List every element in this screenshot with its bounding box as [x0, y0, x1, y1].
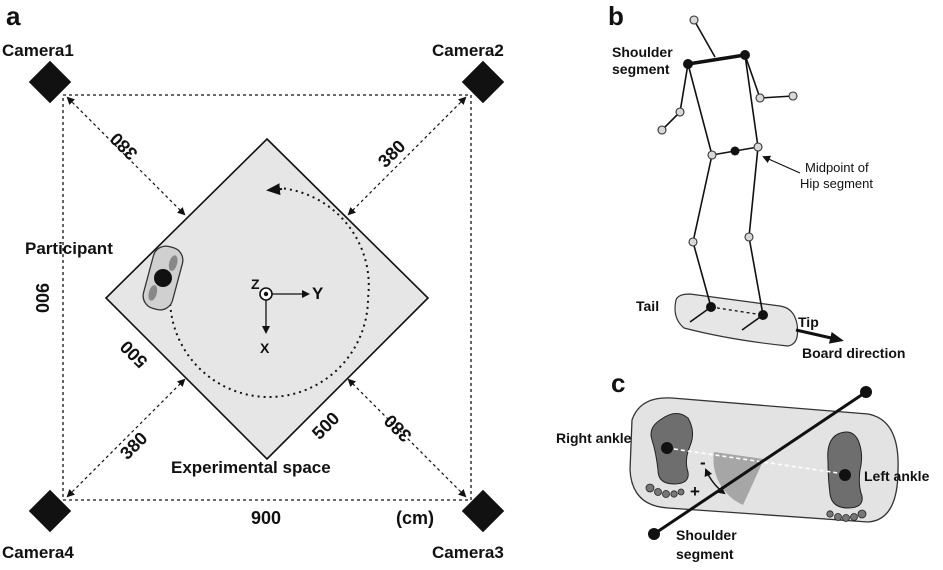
dim-380-tr: 380	[374, 136, 409, 171]
angle-direction-arrow	[704, 468, 726, 495]
camera2-label: Camera2	[432, 41, 504, 60]
shoulder-endpoint-bottom	[648, 528, 660, 540]
angle-minus-sign: -	[700, 453, 706, 472]
camera4-icon	[28, 489, 72, 533]
camera3-label: Camera3	[432, 543, 504, 562]
tip-ankle	[758, 310, 768, 320]
camera3-icon	[461, 489, 505, 533]
board-outline	[674, 293, 799, 347]
panel-b: b	[608, 1, 905, 361]
joint-markers	[657, 15, 798, 247]
midpoint-label-line2: Hip segment	[800, 176, 873, 191]
hip-midpoint	[730, 146, 740, 156]
axis-x-label: X	[260, 340, 270, 356]
distance-arrow-camera2	[347, 96, 467, 216]
board-direction-arrow	[795, 328, 844, 344]
right-ankle-point	[661, 442, 673, 454]
right-ankle-label: Right ankle	[556, 430, 632, 446]
ankle-line	[666, 447, 846, 475]
panel-a: a Camera1 Camera2 Camera3 Camera4 380 38…	[2, 1, 505, 562]
camera1-icon	[28, 60, 72, 104]
panel-label-b: b	[608, 1, 624, 31]
midpoint-pointer	[762, 155, 801, 174]
board-direction-label: Board direction	[802, 345, 905, 361]
skeleton	[661, 19, 794, 331]
shoulder-joint-right	[740, 50, 750, 60]
shoulder-label-line1: Shoulder	[612, 44, 673, 60]
dim-900-left: 900	[32, 283, 52, 313]
left-ankle-label: Left ankle	[864, 468, 930, 484]
panel-c: c -	[556, 368, 930, 562]
midpoint-label-line1: Midpoint of	[805, 160, 869, 175]
panel-label-a: a	[6, 1, 21, 31]
movement-path-arrow	[266, 183, 283, 196]
tail-ankle	[706, 302, 716, 312]
shoulder-endpoint-top	[860, 386, 872, 398]
shoulder-joint-left	[683, 59, 693, 69]
shoulder-segment-line	[653, 390, 867, 536]
dim-380-tl: 380	[106, 129, 141, 164]
dim-380-bl: 380	[116, 428, 151, 463]
camera1-label: Camera1	[2, 41, 74, 60]
left-ankle-point	[839, 469, 851, 481]
tip-label: Tip	[798, 314, 819, 330]
panel-label-c: c	[611, 368, 625, 398]
shoulder-label-c-line1: Shoulder	[676, 527, 737, 543]
axis-y-label: Y	[312, 284, 324, 303]
camera-boundary	[62, 94, 472, 501]
tail-label: Tail	[636, 298, 659, 314]
participant-head	[154, 269, 172, 287]
dim-380-br: 380	[380, 411, 415, 446]
axis-z-label: Z	[251, 276, 260, 292]
participant-label: Participant	[25, 239, 113, 258]
dim-500-left: 500	[116, 337, 151, 372]
camera2-icon	[461, 60, 505, 104]
experimental-space-label: Experimental space	[171, 458, 331, 477]
board-axis-line	[710, 306, 764, 316]
dim-900-bottom: 900	[251, 508, 281, 528]
unit-label: (cm)	[396, 508, 434, 528]
shoulder-label-c-line2: segment	[676, 546, 734, 562]
camera4-label: Camera4	[2, 543, 74, 562]
shoulder-label-line2: segment	[612, 61, 670, 77]
angle-plus-sign: +	[690, 482, 700, 501]
